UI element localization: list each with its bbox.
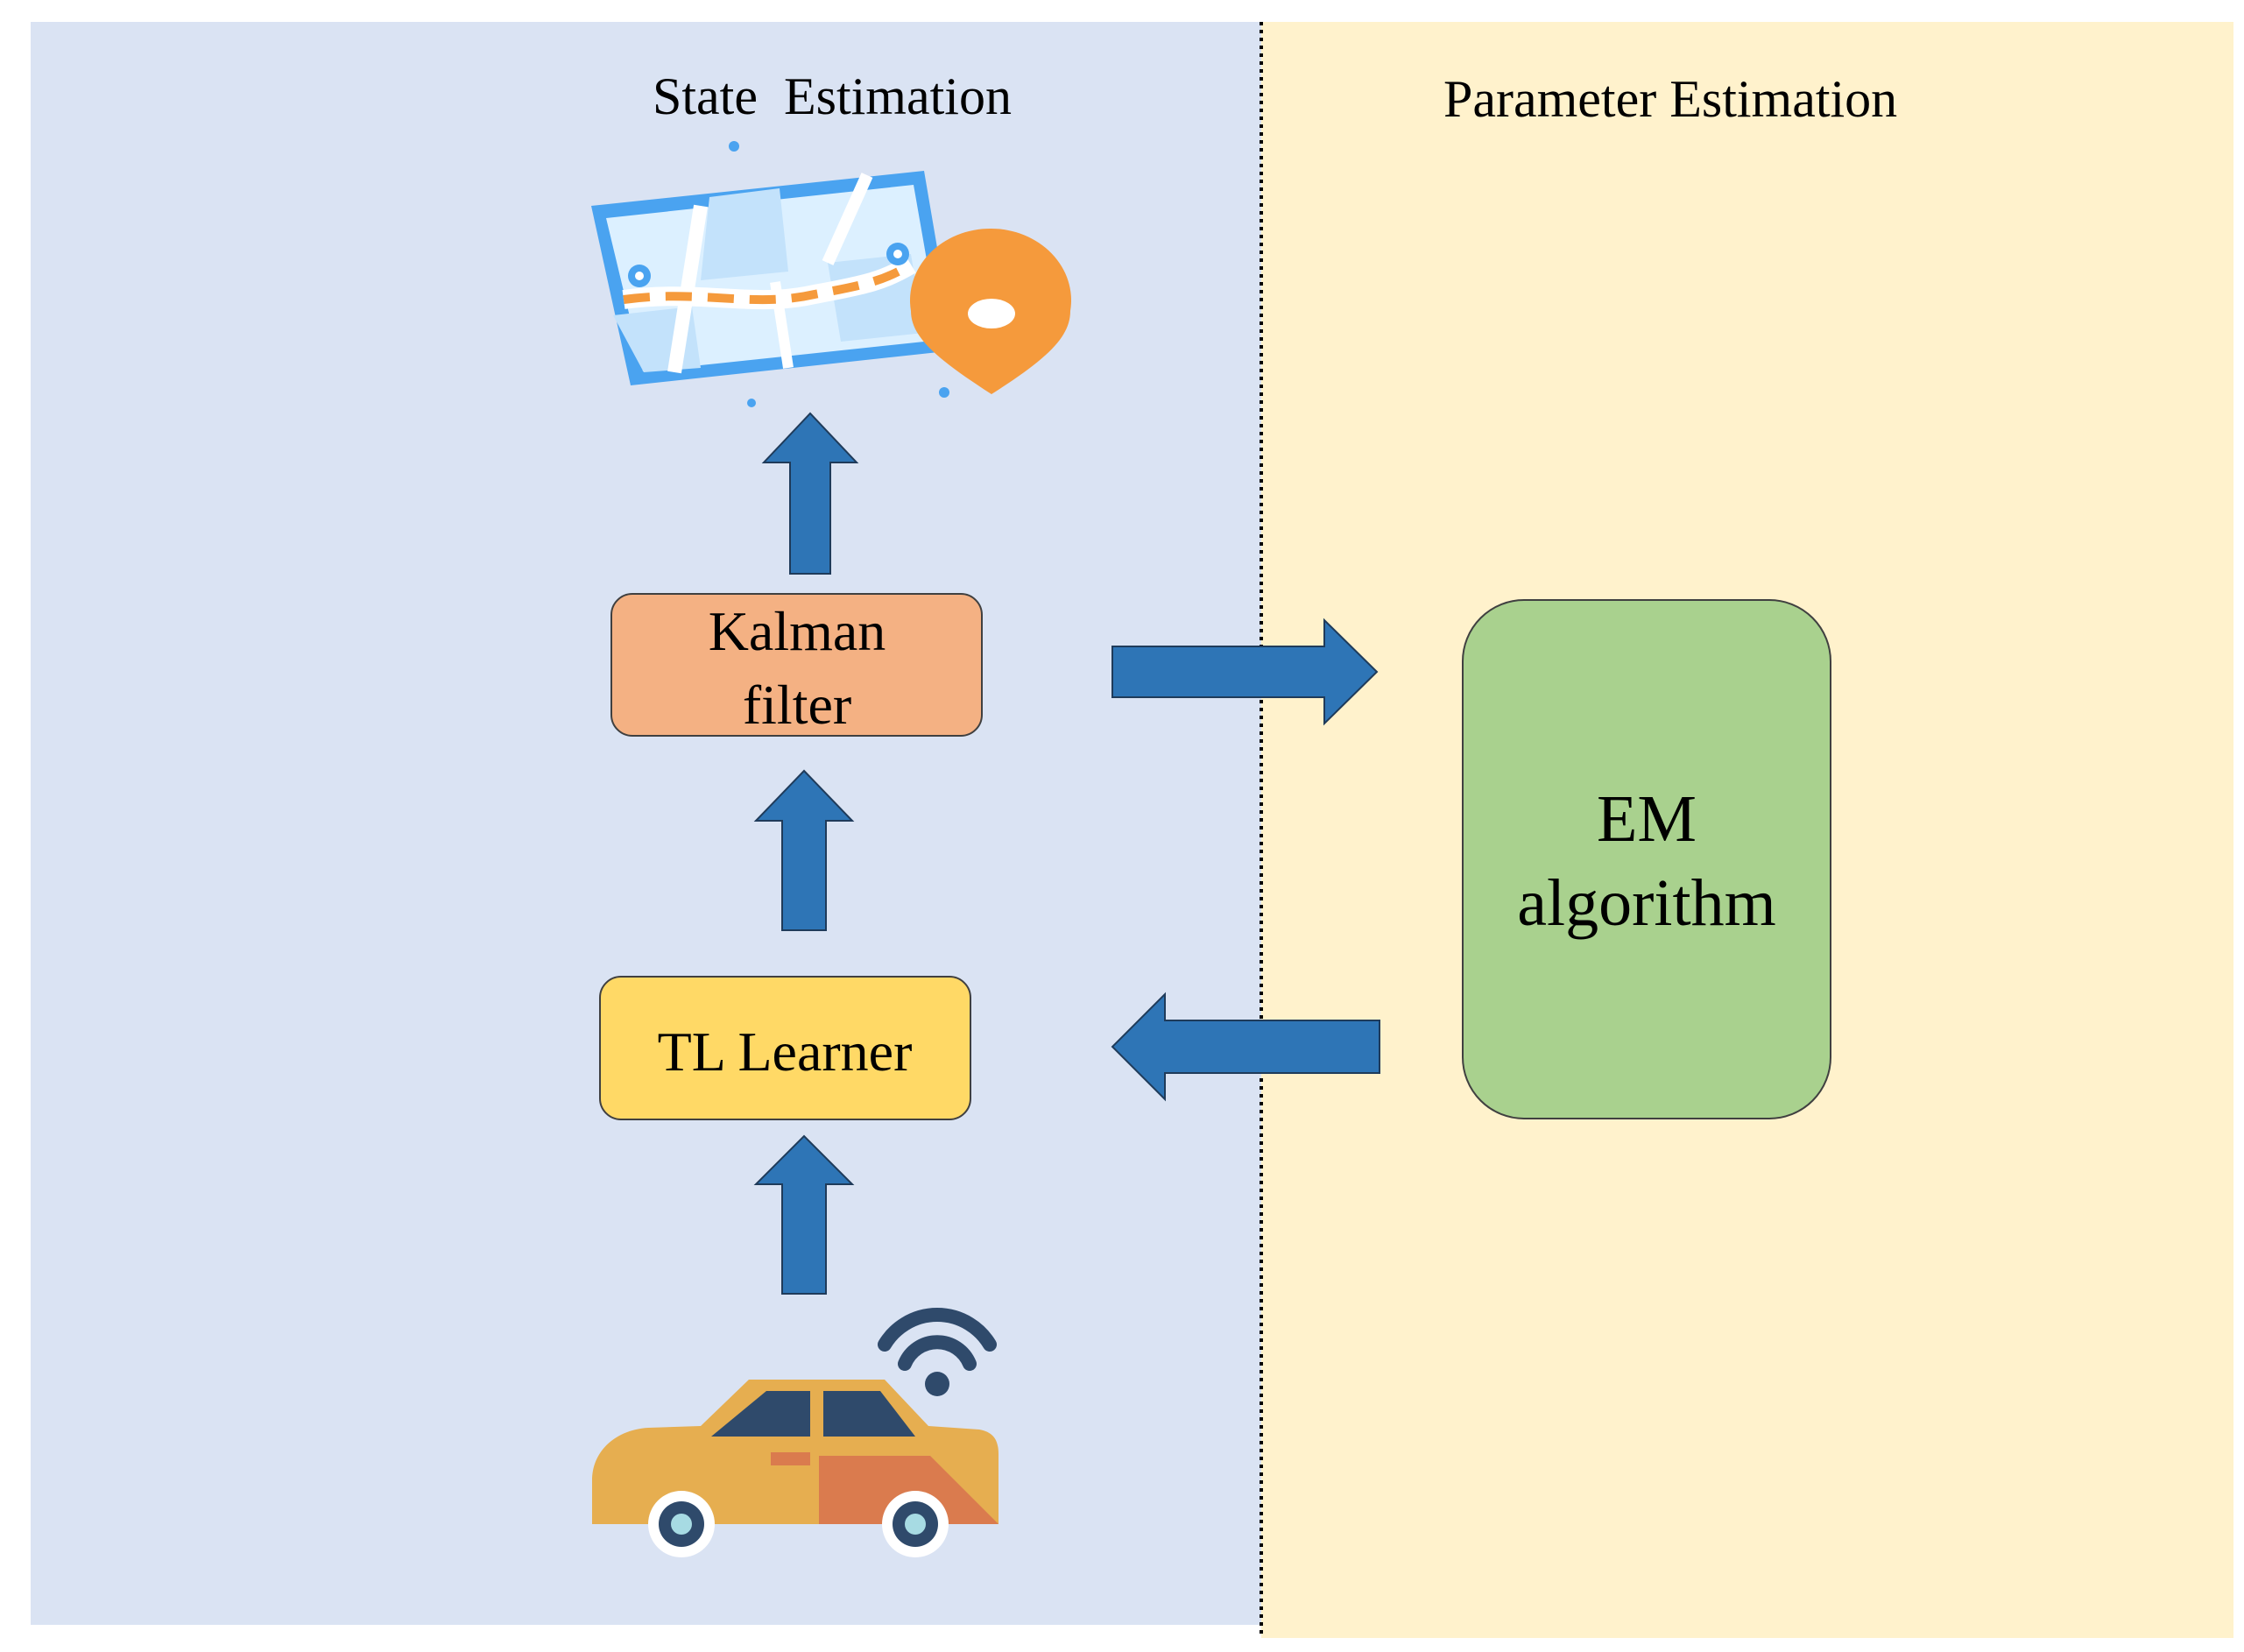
left-arrow-em-to-tl-learner: [1111, 992, 1380, 1102]
connected-car-icon: [592, 1308, 999, 1557]
em-algorithm-label-line2: algorithm: [1517, 866, 1776, 940]
parameter-estimation-title: Parameter Estimation: [1443, 70, 1897, 128]
kalman-filter-label-line2: filter: [743, 674, 851, 736]
em-algorithm-label-line1: EM: [1597, 782, 1697, 856]
tl-learner-label: TL Learner: [658, 1020, 913, 1083]
up-arrow-to-map: [761, 412, 859, 575]
state-estimation-title: State Estimation: [653, 67, 1012, 125]
kalman-filter-box: [610, 593, 983, 737]
wifi-signal-icon: [878, 1308, 997, 1396]
map-with-location-pin-icon: [591, 141, 1071, 407]
em-algorithm-box: [1462, 599, 1831, 1119]
up-arrow-to-tl-learner: [753, 1134, 855, 1295]
right-arrow-kalman-to-em: [1111, 618, 1379, 726]
up-arrow-to-kalman: [753, 769, 855, 931]
tl-learner-box: [599, 976, 971, 1120]
kalman-filter-label-line1: Kalman: [709, 600, 886, 662]
